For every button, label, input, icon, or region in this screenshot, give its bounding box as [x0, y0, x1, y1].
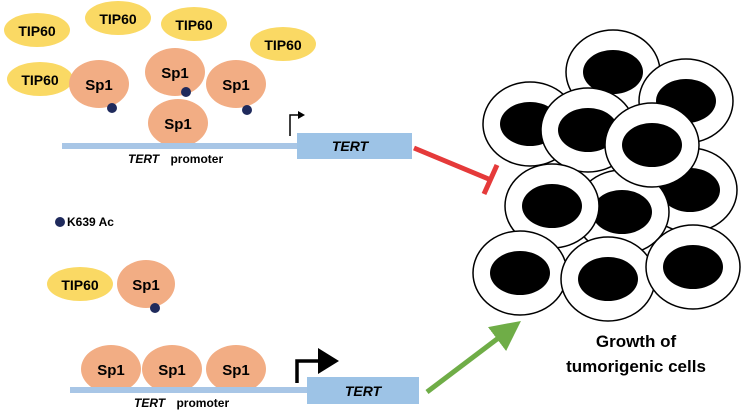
promoter-line — [62, 143, 298, 149]
promoter-caption: TERT promoter — [128, 152, 223, 166]
tip60-oval: TIP60 — [250, 27, 316, 61]
sp1-oval: Sp1 — [142, 345, 202, 393]
legend: K639 Ac — [55, 215, 114, 229]
cell — [504, 163, 600, 249]
sp1-oval: Sp1 — [148, 99, 208, 147]
tip60-label: TIP60 — [18, 23, 56, 39]
tert-gene-label: TERT — [345, 383, 383, 399]
sp1-label: Sp1 — [85, 77, 113, 94]
sp1-oval: Sp1 — [206, 345, 266, 393]
tert-gene-label: TERT — [332, 138, 370, 154]
bent-arrow-icon — [295, 359, 320, 383]
tip60-oval: TIP60 — [4, 13, 70, 47]
promoter-caption-gene: TERT — [134, 396, 167, 410]
dot-icon — [150, 303, 160, 313]
cell — [574, 169, 670, 255]
sp1-label: Sp1 — [161, 65, 189, 82]
promoter-caption-gene: TERT — [128, 152, 161, 166]
bent-arrow-head — [298, 111, 305, 119]
tumor-cell-cluster — [472, 29, 741, 322]
dot-icon — [181, 87, 191, 97]
tert-gene-box — [297, 133, 412, 159]
dot-icon — [107, 103, 117, 113]
sp1-oval: Sp1 — [206, 60, 266, 115]
bottom-panel: TIP60 Sp1 Sp1 Sp1 Sp1 TERT TERT promoter — [47, 260, 521, 410]
cells-caption-line1: Growth of — [596, 332, 677, 351]
cell — [472, 230, 568, 316]
tip60-label: TIP60 — [264, 37, 302, 53]
tip60-label: TIP60 — [61, 277, 99, 293]
legend-acetyl-label: K639 Ac — [67, 215, 114, 229]
tip60-oval: TIP60 — [7, 62, 73, 96]
sp1-label: Sp1 — [222, 77, 250, 94]
tip60-oval: TIP60 — [47, 267, 113, 301]
promoter-caption-word: promoter — [176, 396, 229, 410]
tip60-label: TIP60 — [175, 17, 213, 33]
tip60-oval: TIP60 — [161, 7, 227, 41]
cell — [604, 102, 700, 188]
dot-icon — [55, 217, 65, 227]
cells-caption-line2: tumorigenic cells — [566, 357, 706, 376]
sp1-oval: Sp1 — [117, 260, 175, 313]
sp1-label: Sp1 — [132, 277, 160, 294]
dot-icon — [242, 105, 252, 115]
cell — [645, 224, 741, 310]
sp1-label: Sp1 — [97, 362, 125, 379]
arrow-icon — [425, 320, 521, 394]
promoter-line — [70, 387, 308, 393]
tip60-oval: TIP60 — [85, 1, 151, 35]
tert-gene-box — [307, 377, 419, 404]
promoter-caption-word: promoter — [170, 152, 223, 166]
sp1-oval: Sp1 — [145, 48, 205, 97]
promoter-caption: TERT promoter — [134, 396, 229, 410]
sp1-label: Sp1 — [158, 362, 186, 379]
blunt-arrow-icon — [413, 145, 500, 196]
tip60-label: TIP60 — [99, 11, 137, 27]
bent-arrow-head — [318, 348, 339, 374]
sp1-oval: Sp1 — [69, 60, 129, 113]
sp1-label: Sp1 — [164, 116, 192, 133]
bent-arrow-icon — [289, 114, 300, 136]
sp1-oval: Sp1 — [81, 345, 141, 393]
tip60-label: TIP60 — [21, 72, 59, 88]
cell — [560, 236, 656, 322]
sp1-label: Sp1 — [222, 362, 250, 379]
top-panel: TIP60 TIP60 TIP60 TIP60 TIP60 Sp1 Sp1 — [4, 1, 500, 196]
